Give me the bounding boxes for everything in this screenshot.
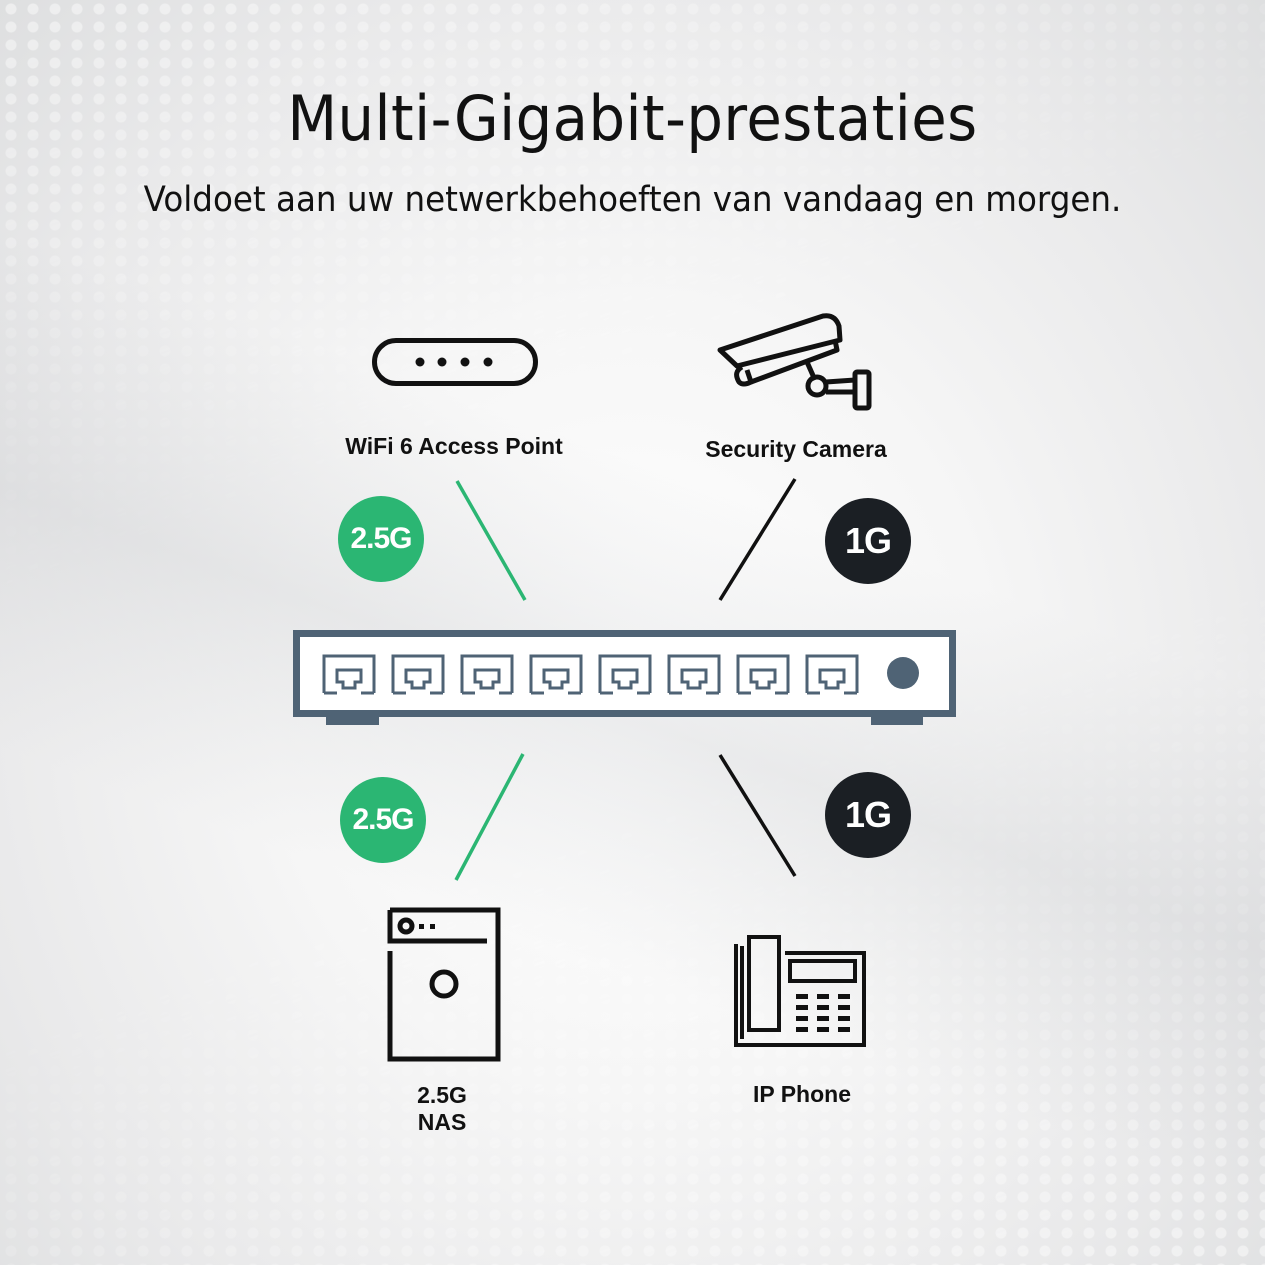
device-label-nas: 2.5G NAS	[417, 1082, 467, 1136]
nas-label-line2: NAS	[417, 1109, 467, 1135]
link-nas	[454, 753, 525, 881]
device-label-ip-phone: IP Phone	[753, 1081, 851, 1107]
speed-badge-ip-phone: 1G	[825, 772, 911, 858]
ethernet-ports	[322, 654, 859, 695]
device-label-security-camera: Security Camera	[705, 436, 887, 462]
nas-icon	[387, 907, 501, 1062]
access-point-icon	[372, 338, 538, 386]
device-label-access-point: WiFi 6 Access Point	[345, 433, 563, 459]
network-switch-icon	[293, 630, 956, 725]
ip-phone-icon	[734, 935, 866, 1047]
speed-badge-nas: 2.5G	[340, 777, 426, 863]
power-led-icon	[887, 657, 919, 689]
link-access-point	[455, 480, 527, 601]
page-title: Multi-Gigabit-prestaties	[287, 82, 978, 155]
security-camera-icon	[717, 313, 872, 411]
speed-badge-security-camera: 1G	[825, 498, 911, 584]
link-ip-phone	[718, 754, 797, 877]
link-security-camera	[718, 478, 797, 601]
nas-label-line1: 2.5G	[417, 1082, 467, 1108]
speed-badge-access-point: 2.5G	[338, 496, 424, 582]
page-subtitle: Voldoet aan uw netwerkbehoeften van vand…	[143, 180, 1122, 220]
